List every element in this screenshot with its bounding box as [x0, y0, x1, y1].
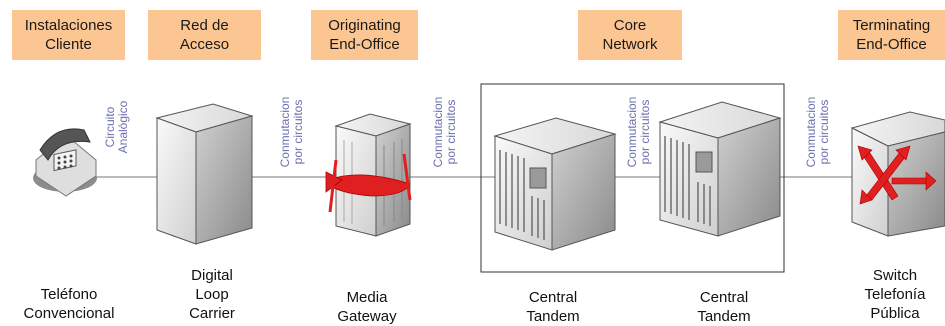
switch-arrows-icon	[857, 145, 937, 205]
core-network-frame	[480, 83, 785, 273]
header-terminating-end-office: Terminating End-Office	[838, 10, 945, 60]
telephone-icon	[33, 128, 97, 197]
caption-telefono-convencional: Teléfono Convencional	[23, 286, 115, 322]
link-label-conmutacion-2: Conmutacion por circuitos	[431, 96, 458, 168]
header-red-de-acceso: Red de Acceso	[148, 10, 261, 60]
caption-switch-telefonia-publica: Switch Telefonía Pública	[864, 267, 926, 322]
central-tandem-2-icon	[658, 101, 782, 237]
header-label: Instalaciones Cliente	[24, 17, 113, 53]
central-tandem-1-icon	[493, 117, 617, 251]
header-originating-end-office: Originating End-Office	[311, 10, 418, 60]
caption-central-tandem-2: Central Tandem	[697, 289, 751, 325]
header-label: Terminating End-Office	[852, 17, 931, 53]
header-label: Core Network	[602, 17, 658, 53]
link-label-conmutacion-3: Conmutacion por circuitos	[625, 96, 652, 168]
header-instalaciones-cliente: Instalaciones Cliente	[12, 10, 125, 60]
header-core-network: Core Network	[578, 10, 682, 60]
telephony-switch-icon	[850, 111, 945, 237]
header-label: Originating End-Office	[328, 17, 401, 53]
rotation-arrow-icon	[325, 153, 412, 213]
caption-digital-loop-carrier: Digital Loop Carrier	[189, 267, 235, 322]
link-label-conmutacion-4: Conmutacion por circuitos	[804, 96, 831, 168]
caption-media-gateway: Media Gateway	[337, 289, 397, 325]
link-label-circuito-analogico: Circuito Analógico	[103, 100, 130, 154]
caption-central-tandem-1: Central Tandem	[526, 289, 580, 325]
media-gateway-icon	[334, 113, 412, 237]
digital-loop-carrier-icon	[155, 103, 254, 245]
link-label-conmutacion-1: Conmutacion por circuitos	[278, 96, 305, 168]
header-label: Red de Acceso	[179, 17, 230, 53]
